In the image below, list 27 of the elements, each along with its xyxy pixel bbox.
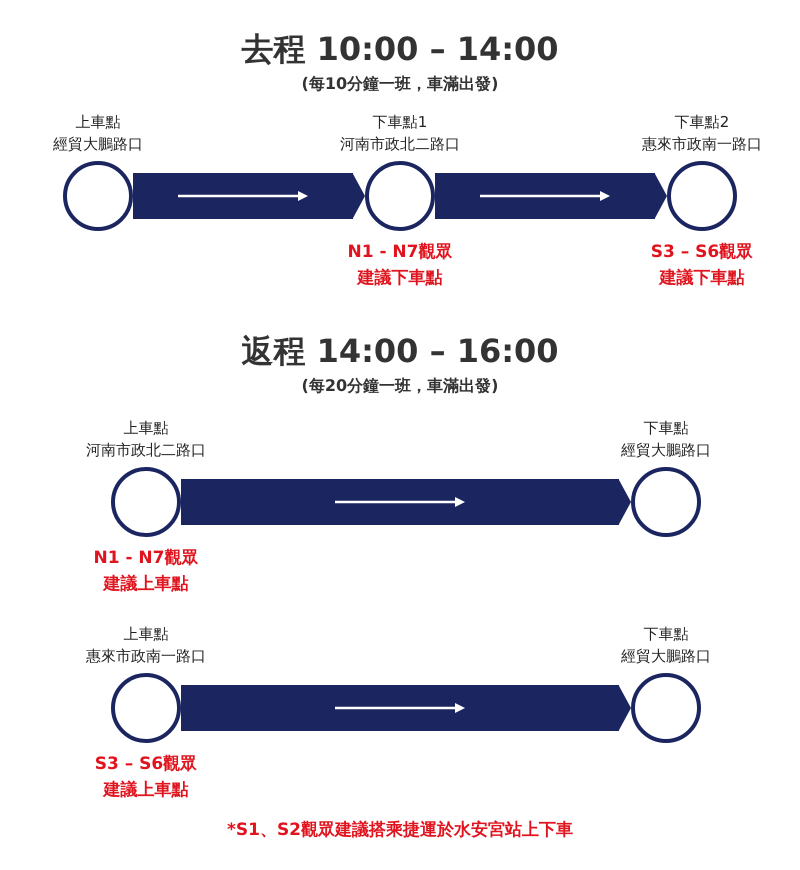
section-heading: 返程 14:00 – 16:00 bbox=[241, 331, 559, 372]
stop-name: 河南市政北二路口 bbox=[340, 134, 460, 155]
stop-label: 上車點 bbox=[124, 624, 168, 645]
stop-label: 下車點1 bbox=[372, 112, 428, 133]
stop-note: S3 – S6觀眾建議上車點 bbox=[94, 753, 198, 802]
stop-label: 下車點 bbox=[644, 624, 688, 645]
footnote: *S1、S2觀眾建議搭乘捷運於水安宮站上下車 bbox=[226, 819, 574, 841]
stop-name: 經貿大鵬路口 bbox=[621, 440, 711, 461]
stop-note: N1 - N7觀眾建議上車點 bbox=[92, 547, 200, 596]
stop-note: S3 – S6觀眾建議下車點 bbox=[650, 241, 754, 290]
route-arrow bbox=[435, 173, 667, 219]
stop-note: N1 - N7觀眾建議下車點 bbox=[346, 241, 454, 290]
section-heading: 去程 10:00 – 14:00 bbox=[241, 29, 559, 70]
stop-name: 惠來市政南一路口 bbox=[642, 134, 762, 155]
stop-name: 惠來市政南一路口 bbox=[86, 646, 206, 667]
schedule-note: (每20分鐘一班，車滿出發) bbox=[302, 376, 498, 397]
stop-label: 上車點 bbox=[124, 418, 168, 439]
stop-name: 河南市政北二路口 bbox=[86, 440, 206, 461]
stop-label: 上車點 bbox=[76, 112, 120, 133]
route-arrow bbox=[181, 479, 631, 525]
schedule-note: (每10分鐘一班，車滿出發) bbox=[302, 74, 498, 95]
stop-label: 下車點 bbox=[644, 418, 688, 439]
stop-name: 經貿大鵬路口 bbox=[621, 646, 711, 667]
route-arrow bbox=[181, 685, 631, 731]
route-arrow bbox=[133, 173, 365, 219]
stop-label: 下車點2 bbox=[674, 112, 730, 133]
stop-name: 經貿大鵬路口 bbox=[53, 134, 143, 155]
